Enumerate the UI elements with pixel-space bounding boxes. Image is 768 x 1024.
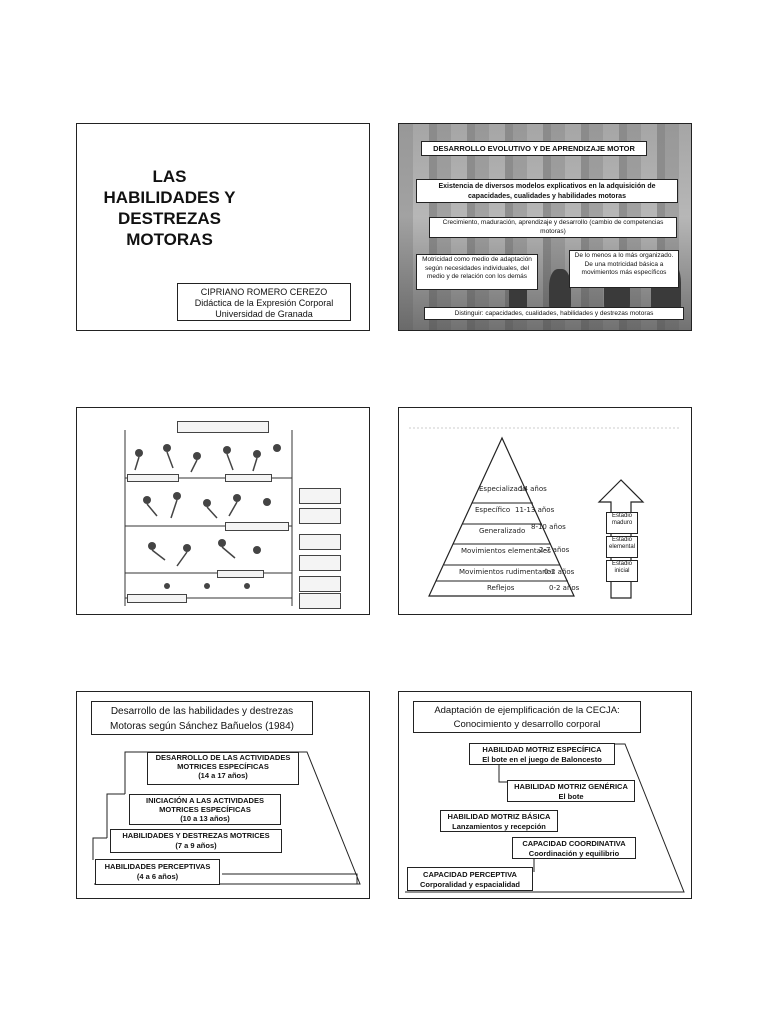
level-sub: El bote [508, 792, 634, 802]
slide-sketch-figures [76, 407, 370, 615]
level-box: CAPACIDAD PERCEPTIVA Corporalidad y espa… [407, 867, 533, 891]
level-sub: Coordinación y equilibrio [513, 849, 635, 859]
level-age: 0-2 años [544, 568, 574, 576]
slide-sanchez-banuelos: Desarrollo de las habilidades y destreza… [76, 691, 370, 899]
sketch-label-box [217, 570, 264, 578]
title-box: Desarrollo de las habilidades y destreza… [91, 701, 313, 735]
level-age: (10 a 13 años) [130, 814, 280, 823]
level-label: INICIACIÓN A LAS ACTIVIDADES MOTRICES ES… [130, 796, 280, 814]
author-box: CIPRIANO ROMERO CEREZO Didáctica de la E… [177, 283, 351, 321]
sketch-label-box [225, 522, 289, 531]
level-label: DESARROLLO DE LAS ACTIVIDADES MOTRICES E… [148, 753, 298, 771]
level-label: Movimientos elementales [461, 547, 551, 555]
level-age: (4 a 6 años) [96, 872, 219, 882]
stage-elemental: Estadio elemental [606, 536, 638, 558]
sketch-side-box [299, 576, 341, 592]
slide-desarrollo-evolutivo: DESARROLLO EVOLUTIVO Y DE APRENDIZAJE MO… [398, 123, 692, 331]
level-sub: Corporalidad y espacialidad [408, 880, 532, 890]
level-label: Movimientos rudimentarios [459, 568, 555, 576]
title-line-1: LAS [77, 166, 262, 187]
level-label: Generalizado [479, 527, 525, 535]
sketch-label-box [225, 474, 272, 482]
level-age: 8-10 años [531, 523, 566, 531]
level-label: HABILIDADES PERCEPTIVAS [96, 862, 219, 872]
title-line-3: DESTREZAS [77, 208, 262, 229]
level-label: CAPACIDAD PERCEPTIVA [408, 870, 532, 880]
sketch-side-box [299, 555, 341, 571]
slide-cecja: Adaptación de ejemplificación de la CECJ… [398, 691, 692, 899]
stage-initial: Estadio inicial [606, 560, 638, 582]
slide-pyramid-phases: Especializado 14 años Específico 11-13 a… [398, 407, 692, 615]
sketch-side-box [299, 488, 341, 504]
level-sub: El bote en el juego de Baloncesto [470, 755, 614, 765]
slide-title: LAS HABILIDADES Y DESTREZAS MOTORAS CIPR… [76, 123, 370, 331]
sketch-label-box [127, 594, 187, 603]
title-line-4: MOTORAS [77, 229, 262, 250]
title-text: Adaptación de ejemplificación de la CECJ… [434, 705, 619, 730]
level-box: DESARROLLO DE LAS ACTIVIDADES MOTRICES E… [147, 752, 299, 785]
adaptation-box: Motricidad como medio de adaptación segú… [416, 254, 538, 290]
level-sub: Lanzamientos y recepción [441, 822, 557, 832]
university-name: Universidad de Granada [178, 309, 350, 320]
sketch-label-box [177, 421, 269, 433]
distinguish-box: Distinguir: capacidades, cualidades, hab… [424, 307, 684, 320]
organization-box: De lo menos a lo más organizado. De una … [569, 250, 679, 288]
title-box: Adaptación de ejemplificación de la CECJ… [413, 701, 641, 733]
level-age: 11-13 años [515, 506, 554, 514]
level-box: HABILIDADES Y DESTREZAS MOTRICES (7 a 9 … [110, 829, 282, 853]
level-label: HABILIDAD MOTRIZ ESPECÍFICA [470, 745, 614, 755]
level-age: (7 a 9 años) [111, 841, 281, 851]
level-box: HABILIDAD MOTRIZ GENÉRICA El bote [507, 780, 635, 802]
level-box: HABILIDAD MOTRIZ ESPECÍFICA El bote en e… [469, 743, 615, 765]
level-label: CAPACIDAD COORDINATIVA [513, 839, 635, 849]
level-age: (14 a 17 años) [148, 771, 298, 780]
level-age: 14 años [519, 485, 547, 493]
level-age: 0-2 años [549, 584, 579, 592]
sketch-side-box [299, 508, 341, 524]
models-box: Existencia de diversos modelos explicati… [416, 179, 678, 203]
level-box: INICIACIÓN A LAS ACTIVIDADES MOTRICES ES… [129, 794, 281, 825]
author-name: CIPRIANO ROMERO CEREZO [178, 287, 350, 298]
level-box: HABILIDADES PERCEPTIVAS (4 a 6 años) [95, 859, 220, 885]
level-label: Específico [475, 506, 510, 514]
level-label: Reflejos [487, 584, 514, 592]
level-label: HABILIDAD MOTRIZ GENÉRICA [508, 782, 634, 792]
header-box: DESARROLLO EVOLUTIVO Y DE APRENDIZAJE MO… [421, 141, 647, 156]
subject-name: Didáctica de la Expresión Corporal [178, 298, 350, 309]
stage-mature: Estadio maduro [606, 512, 638, 534]
sketch-side-box [299, 593, 341, 609]
level-label: HABILIDADES Y DESTREZAS MOTRICES [111, 831, 281, 841]
level-box: CAPACIDAD COORDINATIVA Coordinación y eq… [512, 837, 636, 859]
main-title: LAS HABILIDADES Y DESTREZAS MOTORAS [77, 166, 262, 250]
sketch-label-box [127, 474, 179, 482]
growth-box: Crecimiento, maduración, aprendizaje y d… [429, 217, 677, 238]
sketch-side-box [299, 534, 341, 550]
level-box: HABILIDAD MOTRIZ BÁSICA Lanzamientos y r… [440, 810, 558, 832]
level-age: 2-7 años [539, 546, 569, 554]
title-line-2: HABILIDADES Y [77, 187, 262, 208]
level-label: HABILIDAD MOTRIZ BÁSICA [441, 812, 557, 822]
